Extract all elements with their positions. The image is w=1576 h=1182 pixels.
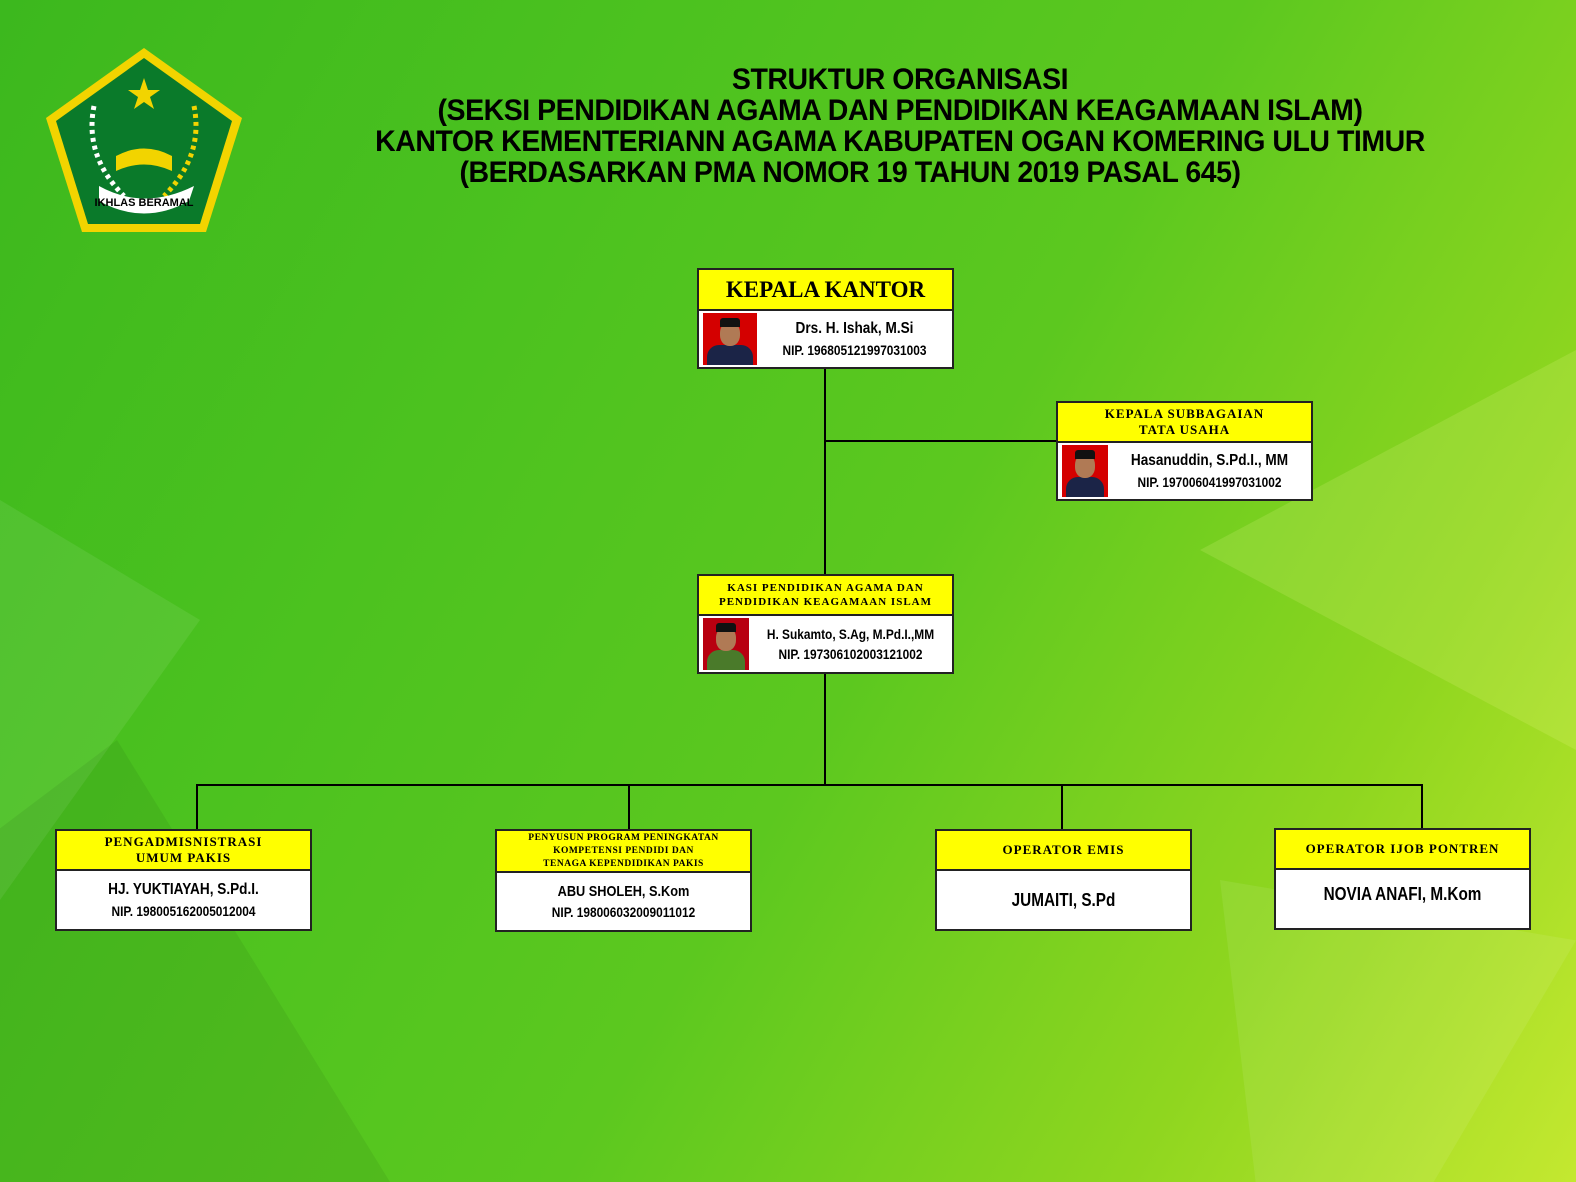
role-title: KEPALA KANTOR	[699, 270, 952, 311]
role-title: OPERATOR IJOB PONTREN	[1276, 830, 1529, 870]
title-line: (BERDASARKAN PMA NOMOR 19 TAHUN 2019 PAS…	[459, 156, 1241, 189]
connector	[824, 368, 826, 574]
connector	[1061, 785, 1063, 829]
title-line: STRUKTUR ORGANISASI	[731, 63, 1069, 96]
role-title: OPERATOR EMIS	[937, 831, 1190, 871]
role-line: PENDIDIKAN KEAGAMAAN ISLAM	[718, 596, 932, 608]
person-nip: NIP. 196805121997031003	[782, 342, 927, 358]
connector	[196, 784, 1423, 786]
staff-box: OPERATOR IJOB PONTREN NOVIA ANAFI, M.Kom	[1274, 828, 1531, 930]
connector	[1421, 785, 1423, 829]
role-line: PENYUSUN PROGRAM PENINGKATAN	[528, 832, 719, 843]
person-photo	[1062, 445, 1108, 497]
quran-icon	[116, 148, 172, 171]
role-title: KASI PENDIDIKAN AGAMA DAN PENDIDIKAN KEAG…	[699, 576, 952, 616]
person-name: Hasanuddin, S.Pd.I., MM	[1130, 452, 1289, 469]
person-photo	[703, 313, 757, 365]
svg-text:IKHLAS BERAMAL: IKHLAS BERAMAL	[95, 197, 194, 209]
role-line: TENAGA KEPENDIDIKAN PAKIS	[543, 858, 704, 869]
person-name: ABU SHOLEH, S.Kom	[557, 883, 690, 900]
person-nip: NIP. 198006032009011012	[551, 904, 696, 920]
role-line: KOMPETENSI PENDIDI DAN	[553, 845, 694, 856]
connector	[628, 785, 630, 829]
role-line: KASI PENDIDIKAN AGAMA DAN	[727, 582, 924, 594]
staff-box: OPERATOR EMIS JUMAITI, S.Pd	[935, 829, 1192, 931]
person-name: NOVIA ANAFI, M.Kom	[1323, 884, 1482, 904]
kasi-box: KASI PENDIDIKAN AGAMA DAN PENDIDIKAN KEAG…	[697, 574, 954, 674]
person-photo	[703, 618, 749, 670]
person-name: HJ. YUKTIAYAH, S.Pd.I.	[108, 881, 259, 898]
person-nip: NIP. 198005162005012004	[111, 903, 256, 919]
person-name: Drs. H. Ishak, M.Si	[795, 320, 914, 337]
person-nip: NIP. 197006041997031002	[1137, 474, 1282, 490]
role-line: KEPALA SUBBAGAIAN	[1104, 406, 1265, 421]
person-name: H. Sukamto, S.Ag, M.Pd.I.,MM	[766, 626, 935, 642]
connector	[824, 673, 826, 785]
title-line: KANTOR KEMENTERIANN AGAMA KABUPATEN OGAN…	[375, 125, 1425, 158]
staff-box: PENYUSUN PROGRAM PENINGKATAN KOMPETENSI P…	[495, 829, 752, 932]
role-line: PENGADMISNISTRASI	[104, 834, 263, 849]
connector	[196, 785, 198, 829]
person-name: JUMAITI, S.Pd	[1011, 889, 1116, 910]
role-line: TATA USAHA	[1138, 422, 1231, 437]
connector	[825, 440, 1056, 442]
role-title: PENYUSUN PROGRAM PENINGKATAN KOMPETENSI P…	[497, 831, 750, 873]
title-line: (SEKSI PENDIDIKAN AGAMA DAN PENDIDIKAN K…	[437, 94, 1363, 127]
star-icon	[128, 78, 160, 109]
page-title: STRUKTUR ORGANISASI (SEKSI PENDIDIKAN AG…	[260, 64, 1540, 188]
kemenag-logo: IKHLAS BERAMAL	[46, 48, 242, 232]
person-nip: NIP. 197306102003121002	[778, 646, 923, 662]
role-line: UMUM PAKIS	[135, 850, 232, 865]
